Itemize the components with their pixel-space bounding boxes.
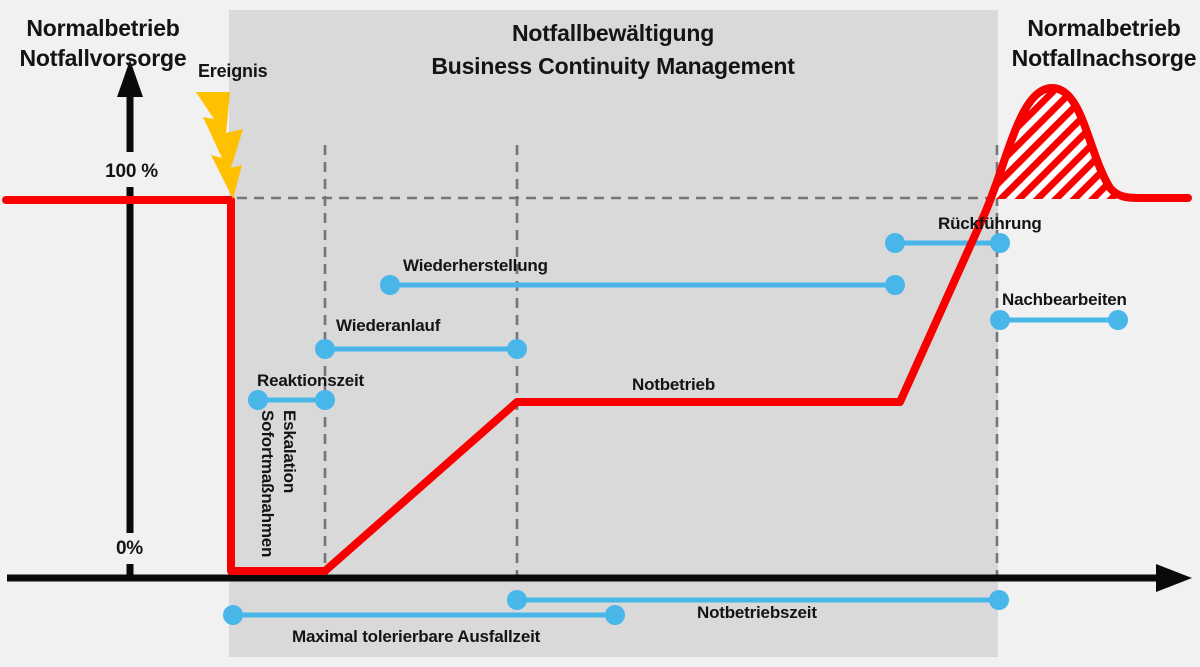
x-axis-arrowhead-icon bbox=[1156, 564, 1192, 592]
event-label: Ereignis bbox=[198, 61, 268, 81]
wiederanlauf-bar bbox=[315, 339, 527, 359]
maximal-ausfallzeit-label: Maximal tolerierbare Ausfallzeit bbox=[292, 627, 541, 646]
y-axis bbox=[117, 60, 143, 578]
x-axis bbox=[7, 564, 1192, 592]
maximal-ausfallzeit-bar bbox=[223, 605, 625, 625]
lightning-bolt-icon bbox=[196, 92, 243, 199]
center-title: Notfallbewältigung Business Continuity M… bbox=[313, 17, 913, 83]
wiederherstellung-label: Wiederherstellung bbox=[403, 256, 548, 275]
center-title-line1: Notfallbewältigung bbox=[511, 20, 715, 46]
rueckfuehrung-bar bbox=[885, 233, 1010, 253]
eskalation-sofortmassnahmen-label: Eskalation Sofortmaßnahmen bbox=[256, 410, 300, 560]
nachbearbeiten-bar bbox=[990, 310, 1128, 330]
rueckfuehrung-label: Rückführung bbox=[938, 214, 1042, 233]
interval-bars bbox=[223, 233, 1128, 625]
y-axis-0-label: 0% bbox=[115, 538, 143, 559]
right-header-line2: Notfallnachsorge bbox=[1011, 45, 1197, 71]
wiederanlauf-label: Wiederanlauf bbox=[336, 316, 441, 335]
left-header-line1: Normalbetrieb bbox=[26, 15, 180, 41]
notbetriebszeit-label: Notbetriebszeit bbox=[697, 603, 817, 622]
y-axis-100-label: 100 % bbox=[105, 161, 158, 182]
reaktionszeit-bar bbox=[248, 390, 335, 410]
emergency-period-band bbox=[229, 10, 998, 657]
right-header-line1: Normalbetrieb bbox=[1027, 15, 1181, 41]
wiederherstellung-bar bbox=[380, 275, 905, 295]
nachbearbeiten-label: Nachbearbeiten bbox=[1002, 290, 1127, 309]
left-header-line2: Notfallvorsorge bbox=[19, 45, 187, 71]
center-title-line2: Business Continuity Management bbox=[431, 53, 795, 79]
notbetrieb-label: Notbetrieb bbox=[632, 375, 716, 394]
notbetriebszeit-bar bbox=[507, 590, 1009, 610]
performance-curve bbox=[2, 84, 1192, 575]
sofortmassnahmen-label: Sofortmaßnahmen bbox=[258, 410, 277, 558]
left-header: Normalbetrieb Notfallvorsorge bbox=[3, 13, 203, 73]
eskalation-label: Eskalation bbox=[280, 410, 299, 494]
right-header: Normalbetrieb Notfallnachsorge bbox=[1004, 13, 1200, 73]
reaktionszeit-label: Reaktionszeit bbox=[257, 371, 364, 390]
y-axis-arrowhead-icon bbox=[117, 60, 143, 97]
